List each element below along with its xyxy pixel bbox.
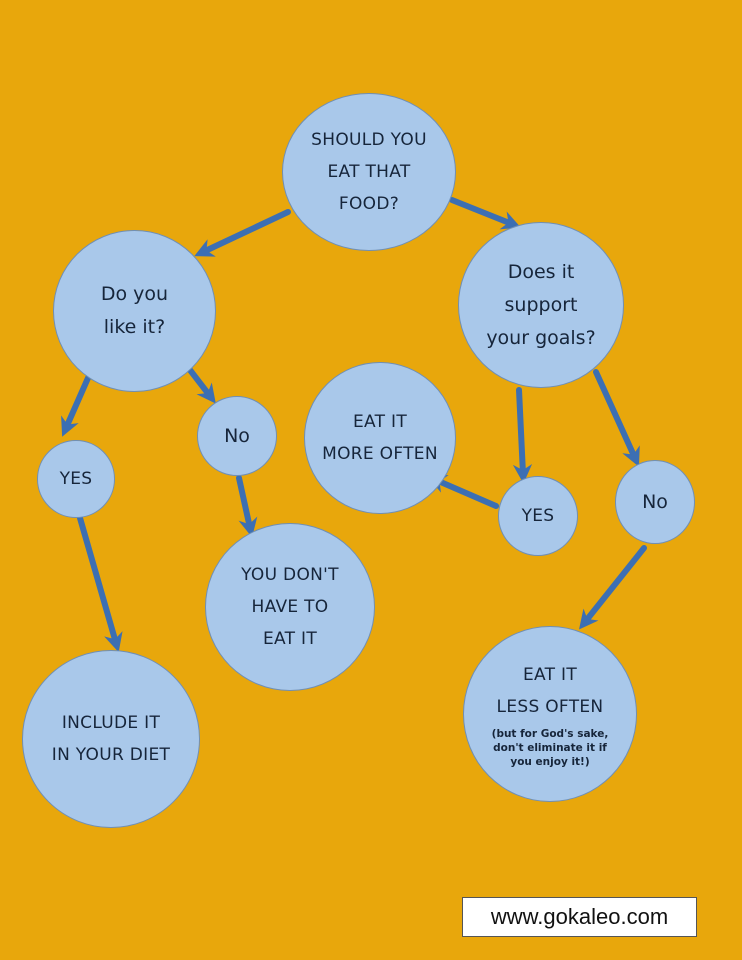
node-include-in-diet: Include it in your diet	[22, 650, 200, 828]
node-text: like it?	[103, 316, 166, 338]
node-dont-have-to-eat: You don't have to eat it	[205, 523, 375, 691]
arrow-root-to-support	[449, 197, 521, 230]
arrow-root-to-like	[194, 209, 291, 257]
website-watermark: www.gokaleo.com	[462, 897, 697, 937]
node-eat-more-often: Eat it more often	[304, 362, 456, 514]
node-note-text: you enjoy it!)	[510, 756, 590, 768]
node-text: less often	[496, 697, 604, 717]
node-like-no: No	[197, 396, 277, 476]
node-should-you-eat: Should you eat that food?	[282, 93, 456, 251]
node-text: Eat it	[522, 665, 578, 685]
node-like-yes: Yes	[37, 440, 115, 518]
arrow-support-to-no	[593, 369, 640, 467]
node-text: No	[224, 424, 250, 447]
arrow-yes-to-include	[77, 515, 123, 653]
arrow-support-to-yes	[512, 387, 533, 484]
node-text: Include it	[61, 713, 161, 733]
node-text: food?	[338, 194, 400, 214]
node-do-you-like-it: Do you like it?	[53, 230, 216, 392]
node-support-yes: Yes	[498, 476, 578, 556]
arrow-yes-to-more-often	[427, 475, 499, 509]
arrow-no-to-less-often	[579, 545, 647, 630]
node-text: have to	[251, 597, 329, 617]
node-text: You don't	[241, 565, 339, 585]
node-text: in your diet	[51, 745, 171, 765]
node-note-text: don't eliminate it if	[493, 742, 607, 754]
node-text: Should you	[311, 130, 427, 150]
node-text: more often	[322, 444, 438, 464]
node-text: eat it	[262, 629, 318, 649]
node-support-no: No	[615, 460, 695, 544]
node-does-it-support-goals: Does it support your goals?	[458, 222, 624, 388]
arrow-no-to-dont-have	[236, 475, 258, 538]
arrow-like-to-no	[187, 367, 216, 404]
node-text: your goals?	[486, 326, 596, 349]
node-text: Do you	[100, 283, 169, 305]
arrow-like-to-yes	[61, 375, 91, 437]
node-text: Eat it	[352, 412, 408, 432]
node-text: Yes	[521, 506, 555, 526]
node-note-text: (but for God's sake,	[491, 728, 609, 740]
node-eat-less-often: Eat it less often (but for God's sake, d…	[463, 626, 637, 802]
node-text: No	[642, 490, 668, 513]
node-text: eat that	[327, 162, 411, 182]
node-text: Does it	[507, 260, 575, 283]
node-text: support	[504, 293, 578, 316]
node-text: Yes	[59, 469, 93, 489]
